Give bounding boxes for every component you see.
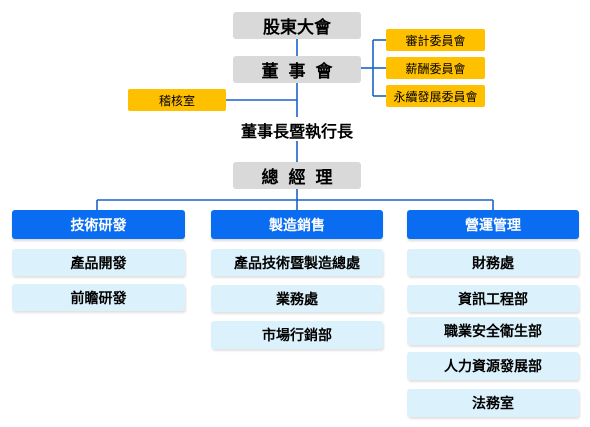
sustainability-committee-box: 永續發展委員會 xyxy=(386,85,485,107)
division-header-manufacturing-sales: 製造銷售 xyxy=(211,210,383,239)
unit-box: 法務室 xyxy=(407,389,579,417)
shareholders-meeting-box: 股東大會 xyxy=(233,12,361,39)
unit-box: 產品技術暨製造總處 xyxy=(211,249,383,276)
division-header-operations: 營運管理 xyxy=(407,210,579,239)
unit-box: 市場行銷部 xyxy=(211,321,383,349)
unit-box: 前瞻研發 xyxy=(12,284,185,311)
audit-committee-box: 審計委員會 xyxy=(386,29,485,51)
chairman-ceo-box: 董事長暨執行長 xyxy=(240,121,353,141)
audit-office-box: 稽核室 xyxy=(128,89,226,111)
unit-box: 產品開發 xyxy=(12,249,185,276)
division-header-rd: 技術研發 xyxy=(12,210,185,239)
general-manager-box: 總經理 xyxy=(233,162,361,189)
unit-box: 業務處 xyxy=(211,285,383,312)
remuneration-committee-box: 薪酬委員會 xyxy=(386,57,485,79)
unit-box: 資訊工程部 xyxy=(407,285,579,312)
unit-box: 財務處 xyxy=(407,249,579,276)
board-of-directors-box: 董事會 xyxy=(233,56,361,83)
unit-box: 人力資源發展部 xyxy=(407,352,579,380)
unit-box: 職業安全衛生部 xyxy=(407,317,579,345)
